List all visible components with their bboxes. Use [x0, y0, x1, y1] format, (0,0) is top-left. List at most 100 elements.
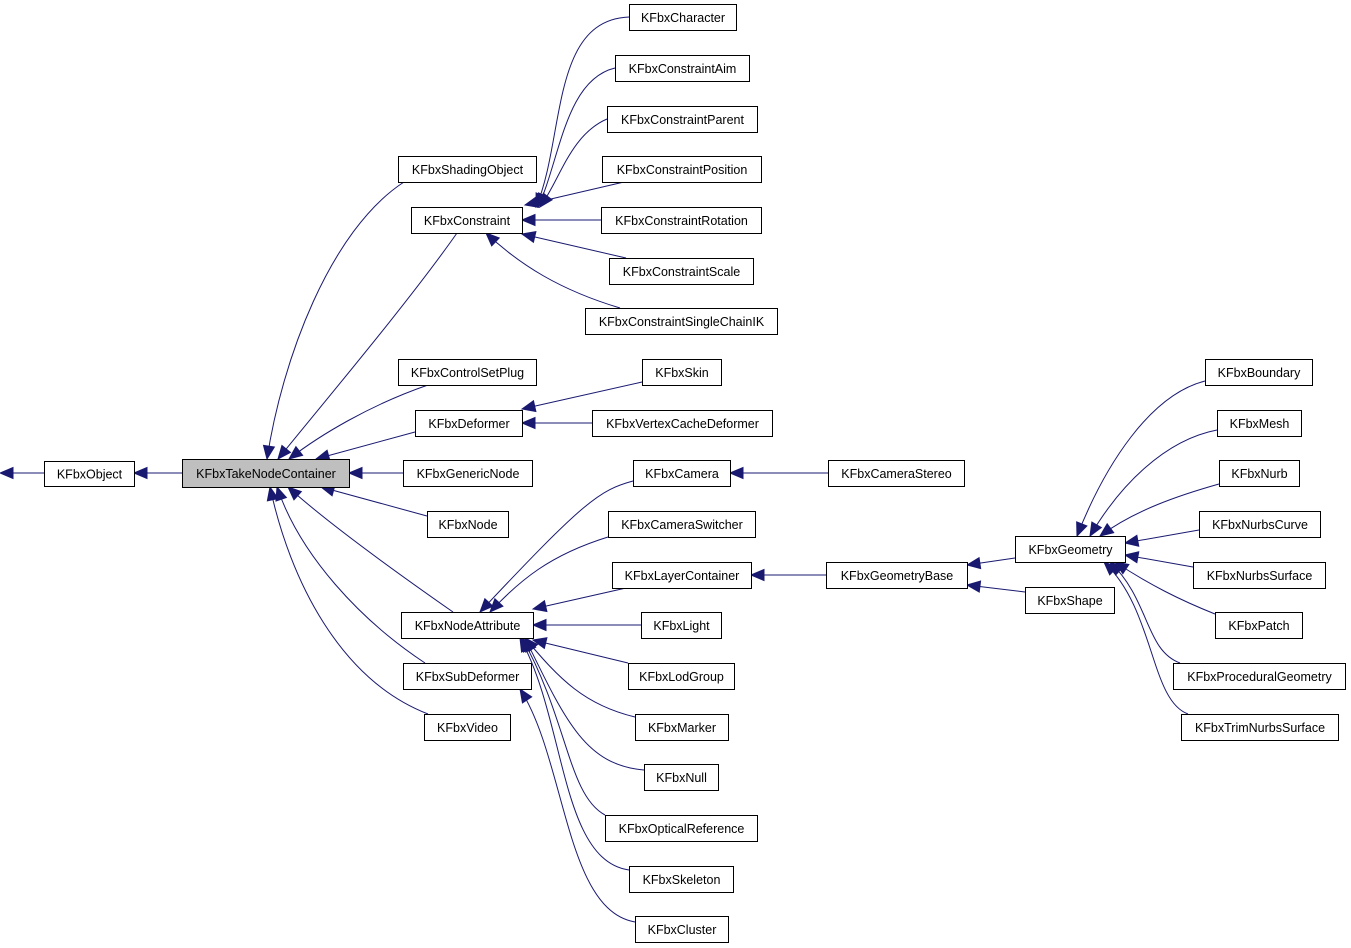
class-box-kfbxnodeattribute [401, 612, 534, 639]
class-node-kfbxgeometry[interactable]: KFbxGeometry [1015, 536, 1126, 563]
class-label-kfbxskeleton: KFbxSkeleton [643, 873, 721, 887]
class-label-kfbxpatch: KFbxPatch [1228, 619, 1289, 633]
class-label-kfbxshadingobject: KFbxShadingObject [412, 163, 524, 177]
class-box-kfbxconstraint [411, 207, 523, 234]
class-box-kfbxconstraintrotation [601, 207, 762, 234]
edge-kfbxconstraintsinglechainik-to-kfbxconstraint [485, 232, 621, 309]
arrow-kfbxgeometrybase-to-kfbxlayercontainer [749, 568, 765, 582]
arrow-kfbxlight-to-kfbxnodeattribute [531, 618, 547, 632]
class-box-kfbxobject [44, 461, 135, 487]
class-label-kfbxmarker: KFbxMarker [648, 721, 716, 735]
class-node-kfbxlodgroup[interactable]: KFbxLodGroup [628, 663, 735, 690]
class-node-kfbxvertexcachedeformer[interactable]: KFbxVertexCacheDeformer [592, 410, 773, 437]
class-node-kfbxpatch[interactable]: KFbxPatch [1215, 612, 1303, 639]
class-node-kfbxmarker[interactable]: KFbxMarker [635, 714, 729, 741]
class-node-kfbxconstraintparent[interactable]: KFbxConstraintParent [607, 106, 758, 133]
class-node-kfbxcontrolsetplug[interactable]: KFbxControlSetPlug [398, 359, 537, 386]
class-box-kfbxnurbscurve [1199, 511, 1321, 538]
class-node-kfbxcamerastereo[interactable]: KFbxCameraStereo [828, 460, 965, 487]
class-label-kfbxopticalreference: KFbxOpticalReference [619, 822, 745, 836]
class-box-kfbxnode [427, 511, 509, 538]
class-label-kfbxboundary: KFbxBoundary [1218, 366, 1301, 380]
arrow-kfbxobject-parent [0, 466, 14, 480]
class-node-kfbxnurbscurve[interactable]: KFbxNurbsCurve [1199, 511, 1321, 538]
class-box-kfbxcharacter [629, 4, 737, 31]
class-node-kfbxskeleton[interactable]: KFbxSkeleton [629, 866, 734, 893]
class-label-kfbxcharacter: KFbxCharacter [641, 11, 725, 25]
class-node-kfbxnurb[interactable]: KFbxNurb [1219, 460, 1300, 487]
class-node-kfbxnodeattribute[interactable]: KFbxNodeAttribute [401, 612, 534, 639]
class-label-kfbxtakenodecontainer: KFbxTakeNodeContainer [196, 467, 336, 481]
edge-kfbxtrimnurbssurface-to-kfbxgeometry [1103, 561, 1189, 715]
class-label-kfbxgenericnode: KFbxGenericNode [417, 467, 520, 481]
class-box-kfbxcluster [635, 916, 729, 943]
class-box-kfbxconstraintscale [609, 258, 754, 285]
class-node-kfbxtrimnurbssurface[interactable]: KFbxTrimNurbsSurface [1181, 714, 1339, 741]
class-node-kfbxopticalreference[interactable]: KFbxOpticalReference [605, 815, 758, 842]
arrow-kfbxconstraintsinglechainik-to-kfbxconstraint [485, 232, 501, 247]
arrow-kfbxconstraintscale-to-kfbxconstraint [520, 230, 537, 244]
class-box-kfbxconstraintposition [602, 156, 762, 183]
arrow-kfbxcluster-to-kfbxsubdeformer [519, 687, 533, 704]
edges-layer [0, 16, 1220, 923]
class-label-kfbxcamerastereo: KFbxCameraStereo [841, 467, 952, 481]
class-node-kfbxconstraintsinglechainik[interactable]: KFbxConstraintSingleChainIK [585, 308, 778, 335]
class-node-kfbxdeformer[interactable]: KFbxDeformer [415, 410, 523, 437]
class-label-kfbxcluster: KFbxCluster [648, 923, 717, 937]
class-node-kfbxconstraintposition[interactable]: KFbxConstraintPosition [602, 156, 762, 183]
class-label-kfbxnurb: KFbxNurb [1231, 467, 1287, 481]
class-box-kfbxvertexcachedeformer [592, 410, 773, 437]
class-label-kfbxskin: KFbxSkin [655, 366, 709, 380]
class-node-kfbxnull[interactable]: KFbxNull [644, 764, 719, 791]
class-label-kfbxproceduralgeometry: KFbxProceduralGeometry [1187, 670, 1332, 684]
class-node-kfbxnode[interactable]: KFbxNode [427, 511, 509, 538]
class-box-kfbxvideo [424, 714, 511, 741]
arrow-kfbxcamera-to-kfbxnodeattribute [479, 597, 494, 613]
class-node-kfbxboundary[interactable]: KFbxBoundary [1205, 359, 1313, 386]
class-node-kfbxconstraintscale[interactable]: KFbxConstraintScale [609, 258, 754, 285]
edge-kfbxmarker-to-kfbxnodeattribute [524, 637, 636, 718]
class-node-kfbxnurbssurface[interactable]: KFbxNurbsSurface [1193, 562, 1326, 589]
class-node-kfbxconstraintrotation[interactable]: KFbxConstraintRotation [601, 207, 762, 234]
edge-kfbxvideo-to-kfbxtakenodecontainer [269, 486, 429, 715]
arrow-kfbxgenericnode-to-kfbxtakenodecontainer [347, 466, 363, 480]
arrow-kfbxconstraintrotation-to-kfbxconstraint [520, 213, 536, 227]
class-node-kfbxskin[interactable]: KFbxSkin [642, 359, 722, 386]
arrow-kfbxskeleton-to-kfbxnodeattribute [519, 636, 533, 653]
class-node-kfbxmesh[interactable]: KFbxMesh [1217, 410, 1302, 437]
class-label-kfbxlodgroup: KFbxLodGroup [639, 670, 724, 684]
edge-kfbxnurb-to-kfbxgeometry [1099, 483, 1220, 537]
class-node-kfbxtakenodecontainer[interactable]: KFbxTakeNodeContainer [182, 459, 350, 488]
class-label-kfbxmesh: KFbxMesh [1230, 417, 1290, 431]
class-label-kfbxnodeattribute: KFbxNodeAttribute [415, 619, 521, 633]
class-label-kfbxconstraintparent: KFbxConstraintParent [621, 113, 745, 127]
arrow-kfbxlayercontainer-to-kfbxnodeattribute [531, 599, 548, 613]
class-node-kfbxshadingobject[interactable]: KFbxShadingObject [398, 156, 537, 183]
class-node-kfbxlayercontainer[interactable]: KFbxLayerContainer [612, 562, 752, 589]
class-node-kfbxobject[interactable]: KFbxObject [44, 461, 135, 487]
class-node-kfbxgenericnode[interactable]: KFbxGenericNode [403, 460, 533, 487]
class-node-kfbxlight[interactable]: KFbxLight [641, 612, 722, 639]
edge-kfbxnode-to-kfbxtakenodecontainer [320, 486, 428, 517]
edge-kfbxmesh-to-kfbxgeometry [1089, 429, 1218, 537]
class-node-kfbxcamera[interactable]: KFbxCamera [633, 460, 731, 487]
class-box-kfbxnurbssurface [1193, 562, 1326, 589]
arrow-kfbxtakenodecontainer-to-kfbxobject [132, 466, 148, 480]
edge-kfbxcharacter-to-kfbxconstraint [535, 16, 630, 208]
class-node-kfbxcameraswitcher[interactable]: KFbxCameraSwitcher [608, 511, 756, 538]
arrow-kfbxnurb-to-kfbxgeometry [1098, 522, 1115, 537]
class-node-kfbxcluster[interactable]: KFbxCluster [635, 916, 729, 943]
class-node-kfbxshape[interactable]: KFbxShape [1025, 587, 1115, 614]
edge-kfbxlayercontainer-to-kfbxnodeattribute [532, 587, 627, 610]
class-node-kfbxconstraint[interactable]: KFbxConstraint [411, 207, 523, 234]
class-box-kfbxtakenodecontainer [182, 459, 350, 488]
class-node-kfbxcharacter[interactable]: KFbxCharacter [629, 4, 737, 31]
arrow-kfbxmesh-to-kfbxgeometry [1089, 521, 1103, 538]
class-node-kfbxconstraintaim[interactable]: KFbxConstraintAim [615, 55, 750, 82]
class-box-kfbxcameraswitcher [608, 511, 756, 538]
class-node-kfbxproceduralgeometry[interactable]: KFbxProceduralGeometry [1173, 663, 1346, 690]
class-node-kfbxvideo[interactable]: KFbxVideo [424, 714, 511, 741]
class-node-kfbxgeometrybase[interactable]: KFbxGeometryBase [826, 562, 968, 589]
class-node-kfbxsubdeformer[interactable]: KFbxSubDeformer [403, 663, 532, 690]
class-box-kfbxopticalreference [605, 815, 758, 842]
